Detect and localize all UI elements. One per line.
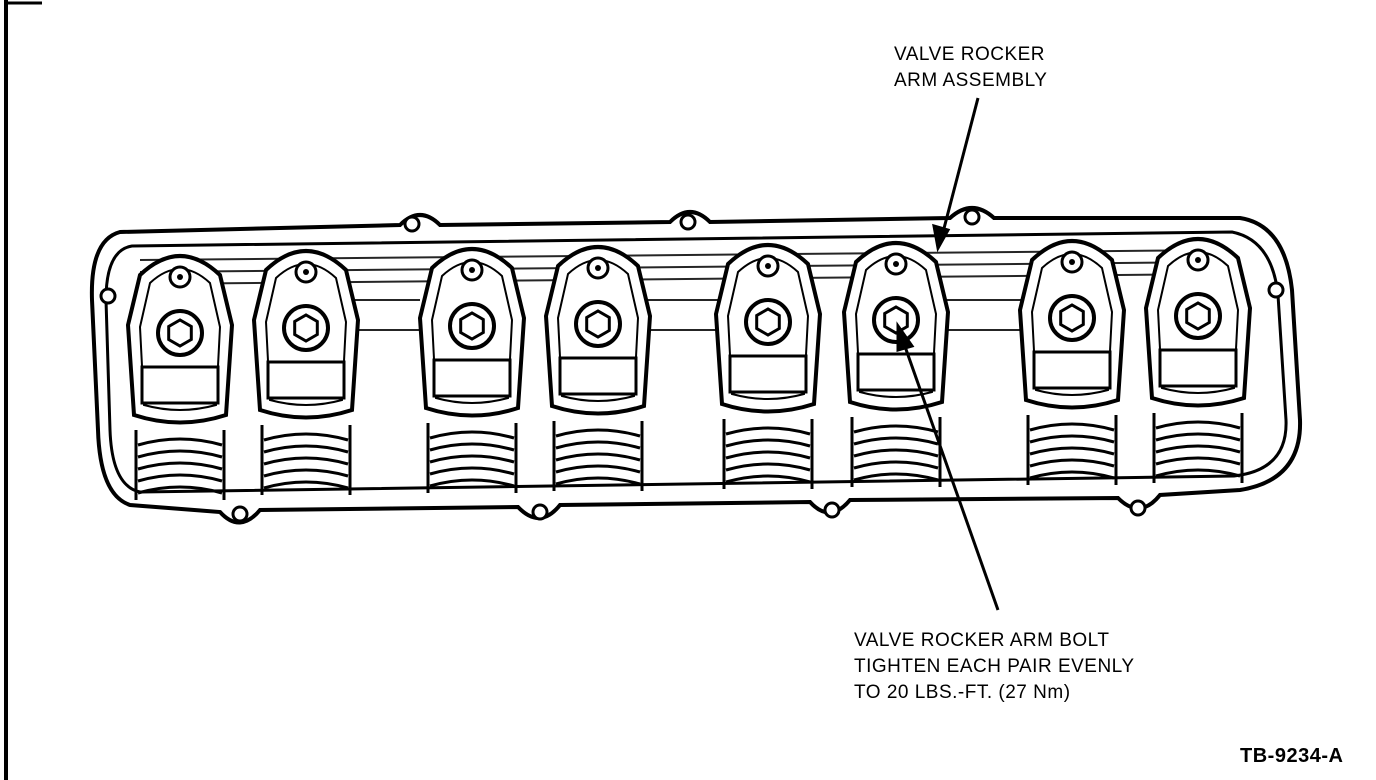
head-outline	[89, 206, 1303, 525]
rocker-bolt-head	[293, 313, 319, 343]
pushrod-hole	[595, 265, 601, 271]
rocker-arm	[1017, 239, 1127, 485]
rocker-arm	[841, 241, 951, 487]
valve-tip-pad	[856, 352, 936, 392]
assembly-leader-line	[940, 97, 980, 237]
rocker-arm	[125, 254, 235, 500]
rocker-arm	[713, 243, 823, 489]
valve-tip-pad	[140, 365, 220, 405]
pushrod-hole	[765, 263, 771, 269]
gasket-bolt-holes	[99, 208, 1285, 523]
valve-spring	[1152, 413, 1244, 483]
callout-rocker-arm-bolt: VALVE ROCKER ARM BOLT TIGHTEN EACH PAIR …	[854, 628, 1135, 706]
rocker-arm-group	[125, 237, 1253, 500]
callout-rocker-arm-assembly: VALVE ROCKER ARM ASSEMBLY	[894, 42, 1047, 94]
valve-spring	[1026, 415, 1118, 485]
assembly-arrowhead	[932, 223, 951, 253]
callout-line: TIGHTEN EACH PAIR EVENLY	[854, 656, 1135, 677]
pushrod-hole	[1195, 257, 1201, 263]
rocker-bolt-head	[459, 311, 485, 341]
valve-tip-pad	[728, 354, 808, 394]
valve-spring	[426, 423, 518, 493]
valve-tip-pad	[1158, 348, 1238, 388]
valve-tip-pad	[266, 360, 346, 400]
figure-id: TB-9234-A	[1240, 745, 1344, 767]
bolt-leader-line	[900, 337, 1000, 611]
valve-spring	[260, 425, 352, 495]
pushrod-hole	[177, 274, 183, 280]
bolt-arrowhead	[896, 321, 915, 352]
callout-line: TO 20 LBS.-FT. (27 Nm)	[854, 682, 1071, 703]
rocker-arm	[1143, 237, 1253, 483]
pushrod-hole	[1069, 259, 1075, 265]
rocker-bolt-head	[1059, 303, 1085, 333]
rocker-arm	[543, 245, 653, 491]
valve-spring	[552, 421, 644, 491]
valve-spring	[850, 417, 942, 487]
rocker-arm	[251, 249, 361, 495]
valve-spring	[722, 419, 814, 489]
rocker-arm	[417, 247, 527, 493]
callout-line: ARM ASSEMBLY	[894, 70, 1048, 91]
valve-tip-pad	[1032, 350, 1112, 390]
pushrod-hole	[303, 269, 309, 275]
valve-spring	[134, 430, 226, 500]
page-border	[4, 0, 42, 780]
rocker-bolt-head	[883, 305, 909, 335]
leader-lines	[896, 97, 1000, 611]
rocker-bolt-head	[755, 307, 781, 337]
rocker-bolt-head	[167, 318, 193, 348]
rocker-bolt-head	[1185, 301, 1211, 331]
valve-tip-pad	[432, 358, 512, 398]
pushrod-hole	[893, 261, 899, 267]
callout-line: VALVE ROCKER ARM BOLT	[854, 630, 1110, 651]
callout-line: VALVE ROCKER	[894, 44, 1046, 65]
valve-tip-pad	[558, 356, 638, 396]
rocker-bolt-head	[585, 309, 611, 339]
pushrod-hole	[469, 267, 475, 273]
